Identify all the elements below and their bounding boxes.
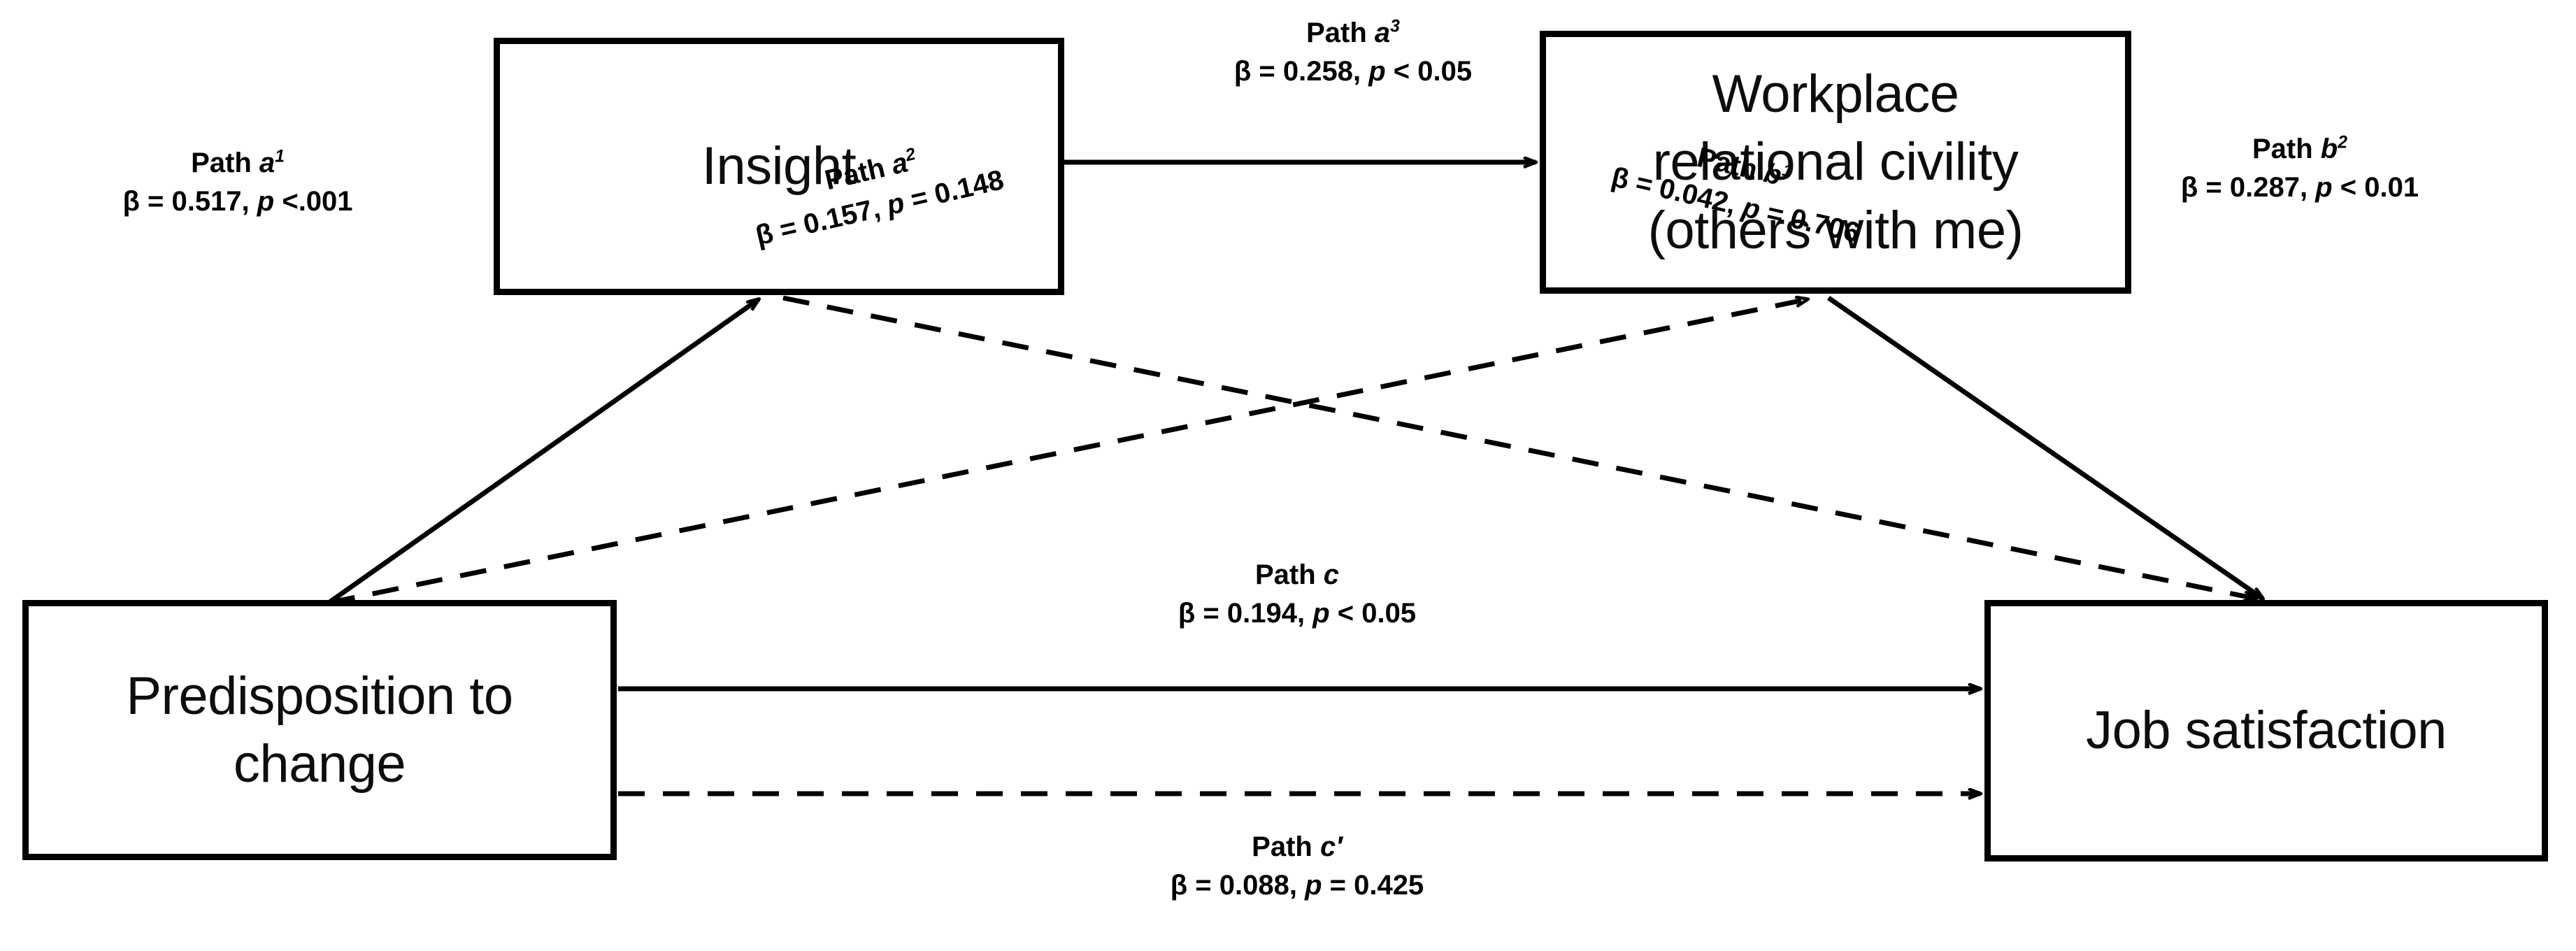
path-arrow-a2 [328,299,1808,606]
path-arrow-b1 [782,295,2256,599]
node-job-satisfaction-label: Job satisfaction [2086,701,2447,761]
path-label-b2-name: Path b2 [2252,133,2348,164]
node-workplace-relational-civility[interactable]: Workplace relational civility (others wi… [1540,31,2131,294]
path-label-a1-name: Path a1 [191,147,285,178]
path-label-a1: Path a1 β = 0.517, p <.001 [70,144,406,221]
node-predisposition-to-change-label: Predisposition to change [126,666,513,794]
path-label-a1-stats: β = 0.517, p <.001 [122,186,353,217]
path-label-b2-stats: β = 0.287, p < 0.01 [2180,172,2419,203]
path-label-c-name: Path c [1254,559,1340,590]
path-label-a3-stats: β = 0.258, p < 0.05 [1233,56,1473,87]
path-arrow-a1 [327,299,759,605]
node-predisposition-to-change[interactable]: Predisposition to change [22,600,617,860]
path-arrow-b2 [1827,296,2263,599]
path-label-a3-name: Path a3 [1306,17,1400,48]
path-label-c-prime-stats: β = 0.088, p = 0.425 [1170,870,1424,901]
path-label-c: Path c β = 0.194, p < 0.05 [1080,556,1514,633]
node-workplace-relational-civility-label: Workplace relational civility (others wi… [1647,64,2024,260]
path-label-c-prime-name: Path c′ [1252,831,1343,862]
node-insight[interactable]: Insight [494,38,1064,295]
path-label-c-stats: β = 0.194, p < 0.05 [1178,598,1417,629]
node-insight-label: Insight [701,136,857,196]
path-label-b2: Path b2 β = 0.287, p < 0.01 [2135,130,2464,207]
path-label-c-prime: Path c′ β = 0.088, p = 0.425 [1080,828,1514,905]
path-label-a3: Path a3 β = 0.258, p < 0.05 [1206,14,1500,91]
node-job-satisfaction[interactable]: Job satisfaction [1984,600,2548,861]
